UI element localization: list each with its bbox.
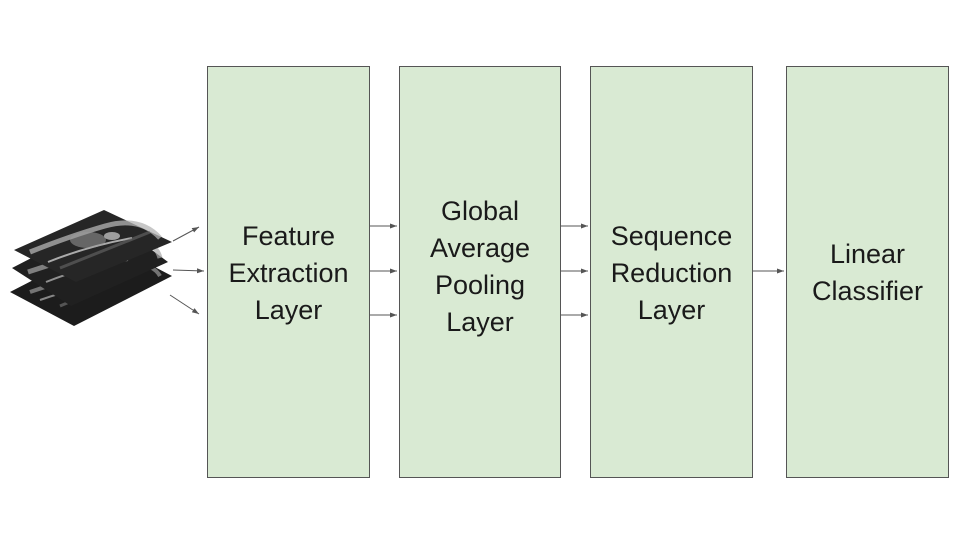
mri-slice-stack-image xyxy=(10,210,172,326)
linear-classifier-label: Linear Classifier xyxy=(811,239,924,306)
mri-slice-top xyxy=(14,210,172,282)
sequence-reduction-layer-label: Sequence Reduction Layer xyxy=(610,220,733,325)
global-average-pooling-layer-label: Global Average Pooling Layer xyxy=(429,196,531,337)
arrow-input-middle xyxy=(172,268,205,274)
linear-classifier-box: Linear Classifier xyxy=(786,66,949,478)
feature-extraction-layer-box: Feature Extraction Layer xyxy=(207,66,370,478)
feature-extraction-layer-label: Feature Extraction Layer xyxy=(228,220,349,325)
arrows-feature-to-pooling xyxy=(370,223,397,318)
arrow-input-top xyxy=(172,226,200,242)
arrows-pooling-to-sequence xyxy=(561,223,588,318)
global-average-pooling-layer-box: Global Average Pooling Layer xyxy=(399,66,561,478)
arrow-input-bottom xyxy=(169,294,200,315)
sequence-reduction-layer-box: Sequence Reduction Layer xyxy=(590,66,753,478)
input-arrows xyxy=(169,226,205,315)
